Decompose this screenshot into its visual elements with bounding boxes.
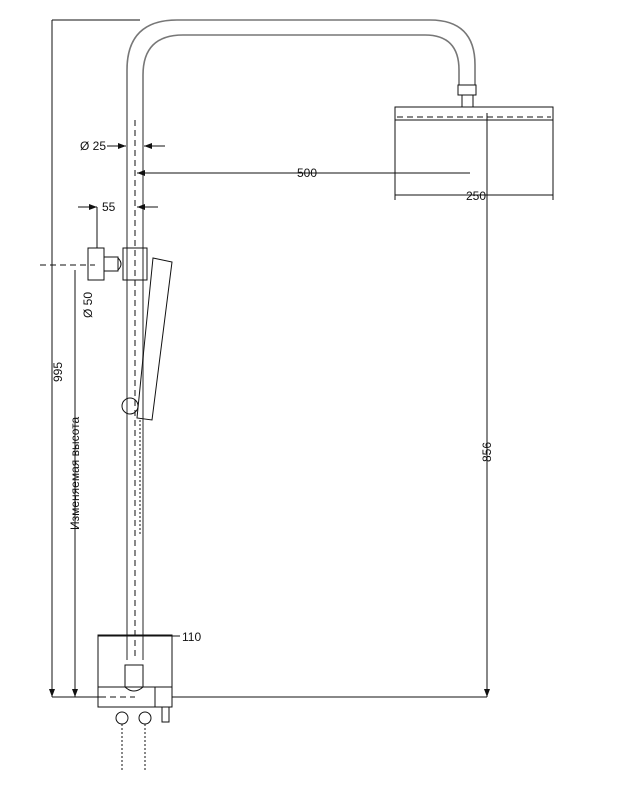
dim-pipe-diameter: Ø 25 xyxy=(80,139,106,153)
dim-adjustable-height: Изменяемая высота xyxy=(68,416,82,530)
supply-hoses xyxy=(121,724,146,772)
shower-head xyxy=(394,106,554,121)
mixer-body xyxy=(97,634,173,708)
dim-wall-offset: 55 xyxy=(102,200,116,214)
dim-head-width: 250 xyxy=(466,189,486,203)
wall-bracket xyxy=(87,247,105,281)
dim-total-height: 995 xyxy=(51,362,65,382)
hand-shower xyxy=(136,257,173,421)
slider-holder xyxy=(122,247,148,281)
dim-mixer-width: 110 xyxy=(182,630,201,644)
dim-head-height: 856 xyxy=(480,442,494,462)
riser-pipe xyxy=(126,19,476,660)
dim-holder-diameter: Ø 50 xyxy=(81,292,95,318)
dim-arm-length: 500 xyxy=(297,166,317,180)
head-connector xyxy=(457,84,477,96)
